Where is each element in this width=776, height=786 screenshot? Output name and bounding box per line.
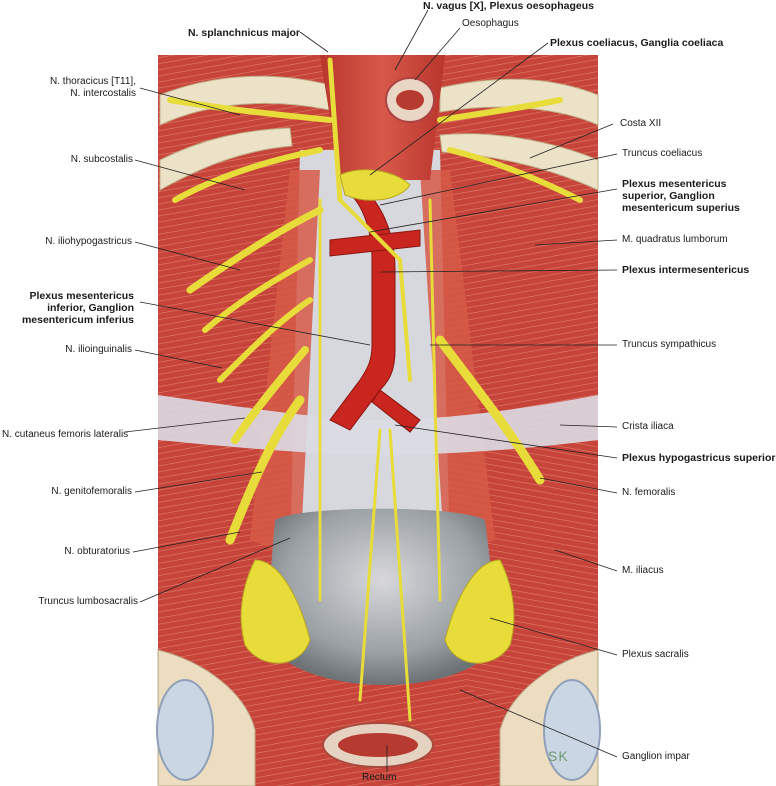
- label-thoracicus-1: N. thoracicus [T11],: [50, 76, 136, 87]
- label-obturatorius: N. obturatorius: [64, 546, 130, 557]
- label-intermesentericus: Plexus intermesentericus: [622, 264, 750, 276]
- label-mes-sup-3: mesentericum superius: [622, 202, 740, 214]
- aorta-branch-right: [371, 389, 421, 433]
- label-coeliacus: Plexus coeliacus, Ganglia coeliaca: [550, 37, 724, 49]
- right-rib: [439, 78, 599, 126]
- oesophagus-lumen: [396, 90, 424, 110]
- left-acetabulum: [156, 679, 214, 781]
- label-lumbosacralis: Truncus lumbosacralis: [38, 596, 138, 607]
- renal-arteries: [329, 229, 421, 257]
- label-impar: Ganglion impar: [622, 751, 690, 762]
- label-rectum: Rectum: [362, 772, 397, 783]
- artist-signature: SK: [548, 748, 569, 764]
- label-mes-sup-1: Plexus mesentericus: [622, 178, 727, 190]
- coeliac-ganglion: [339, 169, 411, 201]
- right-costa-xii: [439, 133, 599, 191]
- crista-band: [158, 395, 598, 455]
- label-cutaneus: N. cutaneus femoris lateralis: [2, 429, 129, 440]
- label-truncus-coeliacus: Truncus coeliacus: [622, 148, 703, 159]
- left-costa-xii: [159, 127, 293, 191]
- label-ilioinguinalis: N. ilioinguinalis: [65, 344, 132, 355]
- label-mes-inf-1: Plexus mesentericus: [29, 290, 134, 302]
- label-mes-sup-2: superior, Ganglion: [622, 190, 715, 202]
- label-quadratus: M. quadratus lumborum: [622, 234, 728, 245]
- label-crista: Crista iliaca: [622, 421, 674, 432]
- rectum-lumen: [338, 733, 418, 757]
- label-oesophagus: Oesophagus: [462, 18, 519, 29]
- label-subcostalis: N. subcostalis: [70, 154, 133, 165]
- right-sacral-plexus: [444, 559, 515, 664]
- label-costa: Costa XII: [620, 118, 662, 129]
- label-iliacus: M. iliacus: [622, 565, 664, 576]
- label-iliohypogastricus: N. iliohypogastricus: [45, 236, 132, 247]
- label-sympathicus: Truncus sympathicus: [622, 339, 717, 350]
- label-mes-inf-2: inferior, Ganglion: [47, 302, 134, 314]
- leader-lines: [124, 9, 618, 772]
- label-sacralis: Plexus sacralis: [622, 649, 689, 660]
- pelvic-cavity: [265, 508, 500, 685]
- label-vagus: N. vagus [X], Plexus oesophageus: [423, 0, 594, 12]
- label-splanchnicus: N. splanchnicus major: [187, 27, 300, 39]
- left-sacral-plexus: [240, 559, 311, 664]
- label-thoracicus-2: N. intercostalis: [70, 88, 136, 99]
- label-femoralis: N. femoralis: [622, 487, 676, 498]
- label-genitofemoralis: N. genitofemoralis: [51, 486, 132, 497]
- label-hypogastricus: Plexus hypogastricus superior: [622, 452, 776, 464]
- right-acetabulum: [543, 679, 601, 781]
- label-mes-inf-3: mesentericum inferius: [21, 314, 134, 326]
- nerve-network: [167, 57, 583, 722]
